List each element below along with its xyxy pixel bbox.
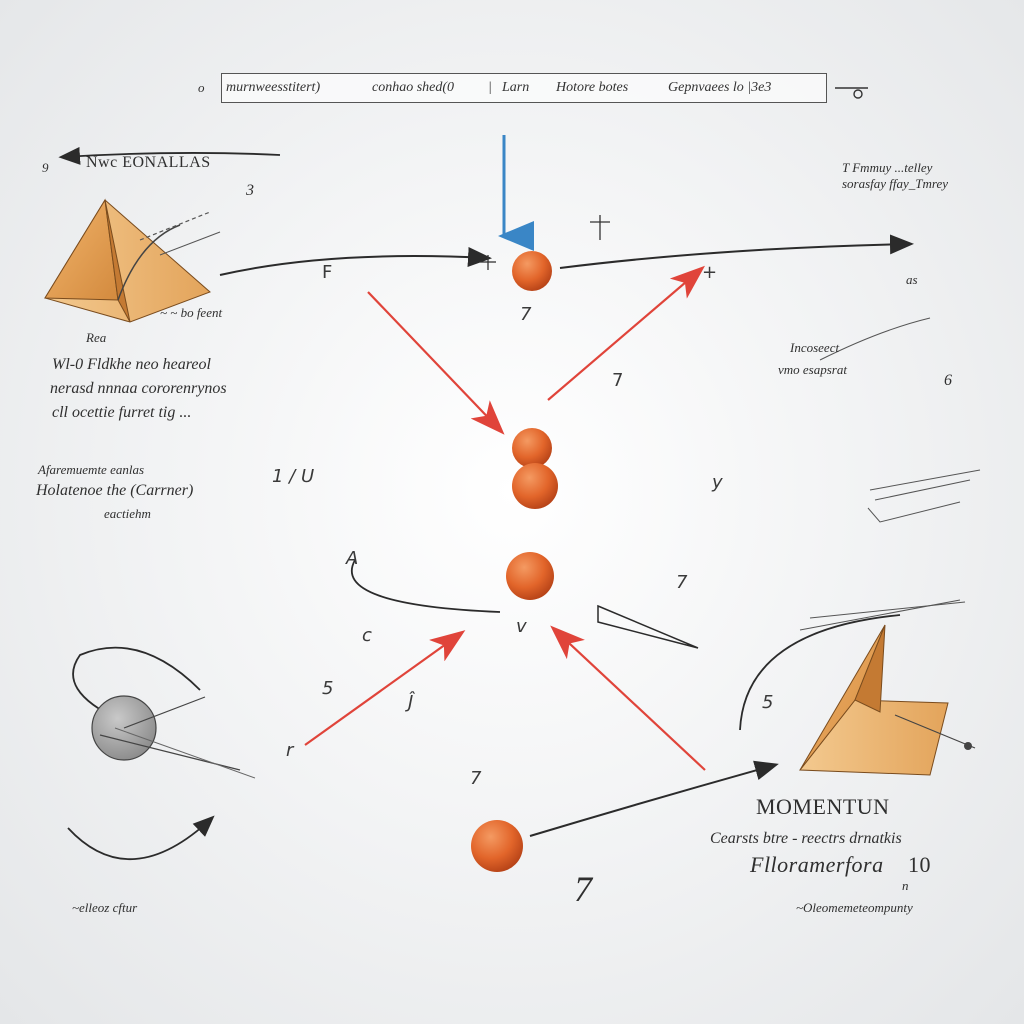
momentum-line-1: Cearsts btre - reectrs drnatkis xyxy=(710,830,902,847)
arc-lower-left xyxy=(350,559,501,613)
center-label-q: 7 xyxy=(520,304,532,325)
header-item-5: Hotore botes xyxy=(556,80,629,95)
scribbles-right xyxy=(799,317,981,631)
header-item-1: murnweesstitert) xyxy=(226,80,321,95)
lower-label-j: Ĵ xyxy=(408,692,414,713)
header-item-2: conhao shed(0 xyxy=(372,80,455,95)
ball-top xyxy=(512,251,552,291)
mid-left-line-1: Afaremuemte eanlas xyxy=(38,462,145,477)
center-right-mark: y xyxy=(712,472,723,493)
center-label-plus: + xyxy=(702,262,718,283)
top-left-title: Nwc EONALLAS xyxy=(86,154,211,171)
red-arrow-lower-right xyxy=(550,625,706,771)
bottom-big-7: 7 xyxy=(574,869,592,909)
ball-bottom xyxy=(471,820,523,872)
momentum-sub-mark: n xyxy=(902,878,909,893)
center-label-dash: 7 xyxy=(612,370,624,391)
lower-label-v: v xyxy=(516,616,527,637)
momentum-title: MOMENTUN xyxy=(756,794,890,819)
ball-middle-lower xyxy=(512,463,558,509)
lower-label-r: r xyxy=(286,740,294,761)
curved-arrow-bottom-left xyxy=(67,815,215,860)
right-small-2: 6 xyxy=(944,372,952,389)
ball-lower xyxy=(506,552,554,600)
cross-marks xyxy=(480,215,610,270)
lower-label-s: 5 xyxy=(762,692,774,713)
wedge-outline-right xyxy=(597,604,699,649)
lower-label-5: 5 xyxy=(322,678,334,699)
top-left-sub: 3 xyxy=(246,182,254,199)
mid-left-line-2: Holatenoe the (Carrner) xyxy=(36,482,194,499)
momentum-line-3: ~Oleomemeteompunty xyxy=(796,900,913,915)
incline-wedge-bottom-right xyxy=(799,624,976,776)
arc-right-lower xyxy=(739,614,901,731)
left-block-line-1: Rea xyxy=(86,330,107,345)
bottom-f-mark: 7 xyxy=(470,768,482,789)
lower-label-7: 7 xyxy=(676,572,688,593)
red-arrow-upper-left xyxy=(367,291,505,435)
trajectory-arrow-top-left xyxy=(219,247,492,276)
right-block-line-1: Incoseect xyxy=(790,340,840,355)
red-arrow-upper-right xyxy=(547,265,706,401)
header-item-6: Gepnvaees lo |3e3 xyxy=(668,80,772,95)
pulley-disc xyxy=(72,646,256,779)
title-arrow-top-left xyxy=(58,146,281,165)
incline-wedge-top-left xyxy=(44,198,221,323)
header-left-mark: o xyxy=(198,80,205,95)
ball-middle-upper xyxy=(512,428,552,468)
right-small-1: as xyxy=(906,272,918,287)
red-arrow-lower-left xyxy=(304,630,466,746)
lower-label-c: c xyxy=(362,625,372,646)
header-item-4: Larn xyxy=(502,80,530,95)
top-right-line-2: sorasfay ffay_Tmrey xyxy=(842,176,949,191)
trajectory-arrow-bottom-right xyxy=(529,760,779,837)
left-block-line-3: nerasd nnnaa cororenrynos xyxy=(50,380,227,397)
lower-label-a: A xyxy=(346,548,359,569)
momentum-value: 10 xyxy=(908,852,931,877)
trajectory-arrow-top-right xyxy=(559,234,914,269)
header-bar: murnweesstitert) conhao shed(0 | Larn Ho… xyxy=(221,73,827,103)
top-right-line-1: T Fmmuy ...telley xyxy=(842,160,933,175)
left-block-line-1b: ~ ~ bo feent xyxy=(160,305,223,320)
mid-left-line-3: eactiehm xyxy=(104,506,151,521)
left-block-line-4: cll ocettie furret tig ... xyxy=(52,404,192,421)
left-block-line-2: Wl-0 Fldkhe neo heareol xyxy=(52,356,211,373)
header-item-3: | xyxy=(488,80,492,95)
top-left-mark: 9 xyxy=(42,160,49,175)
bottom-left-label: ~elleoz cftur xyxy=(72,900,138,915)
center-left-fraction: 1 / U xyxy=(272,466,315,487)
right-block-line-2: vmo esapsrat xyxy=(778,362,847,377)
momentum-line-2: Flloramerfora xyxy=(750,852,884,877)
center-label-f: F xyxy=(322,262,333,283)
